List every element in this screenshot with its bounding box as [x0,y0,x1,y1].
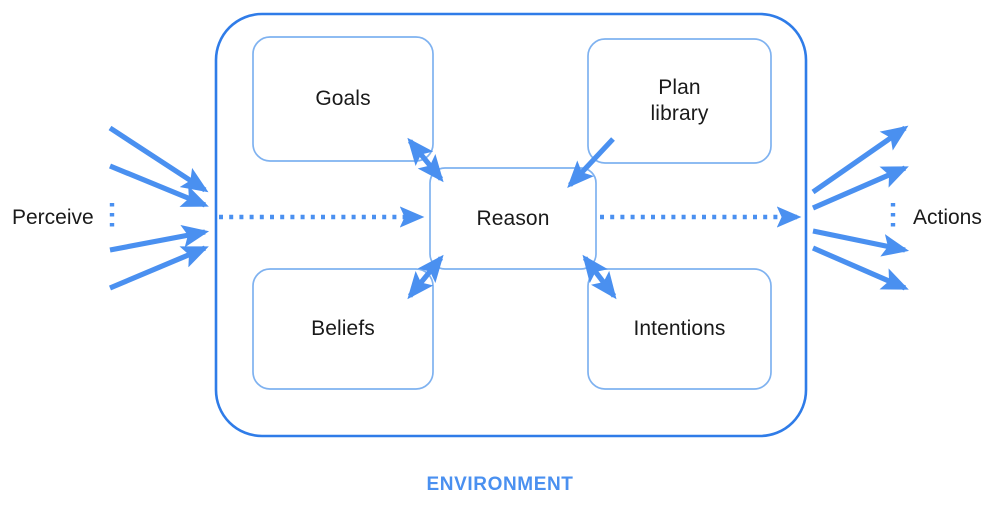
perceive-arrow-4 [108,245,209,291]
reason-box[interactable] [429,167,597,270]
actions-label: Actions [913,206,982,229]
perceive-label: Perceive [12,206,94,229]
environment-caption: ENVIRONMENT [426,474,574,495]
agent-container-outline [214,12,808,438]
beliefs-box[interactable] [252,268,434,390]
link-beliefs-reason [407,254,444,300]
link-goals-reason [407,137,444,183]
plan-library-box[interactable] [587,38,772,164]
perceive-arrow-1 [108,125,209,193]
link-intentions-reason [582,254,617,300]
actions-arrow-4 [811,245,909,291]
intentions-box[interactable] [587,268,772,390]
perceive-arrow-2 [109,163,209,208]
actions-arrow-2 [811,165,909,211]
goals-box[interactable] [252,36,434,162]
actions-arrow-3 [812,228,910,257]
perceive-arrow-3 [109,225,210,253]
actions-arrow-1 [811,125,909,195]
link-plan-library-reason [567,137,615,189]
